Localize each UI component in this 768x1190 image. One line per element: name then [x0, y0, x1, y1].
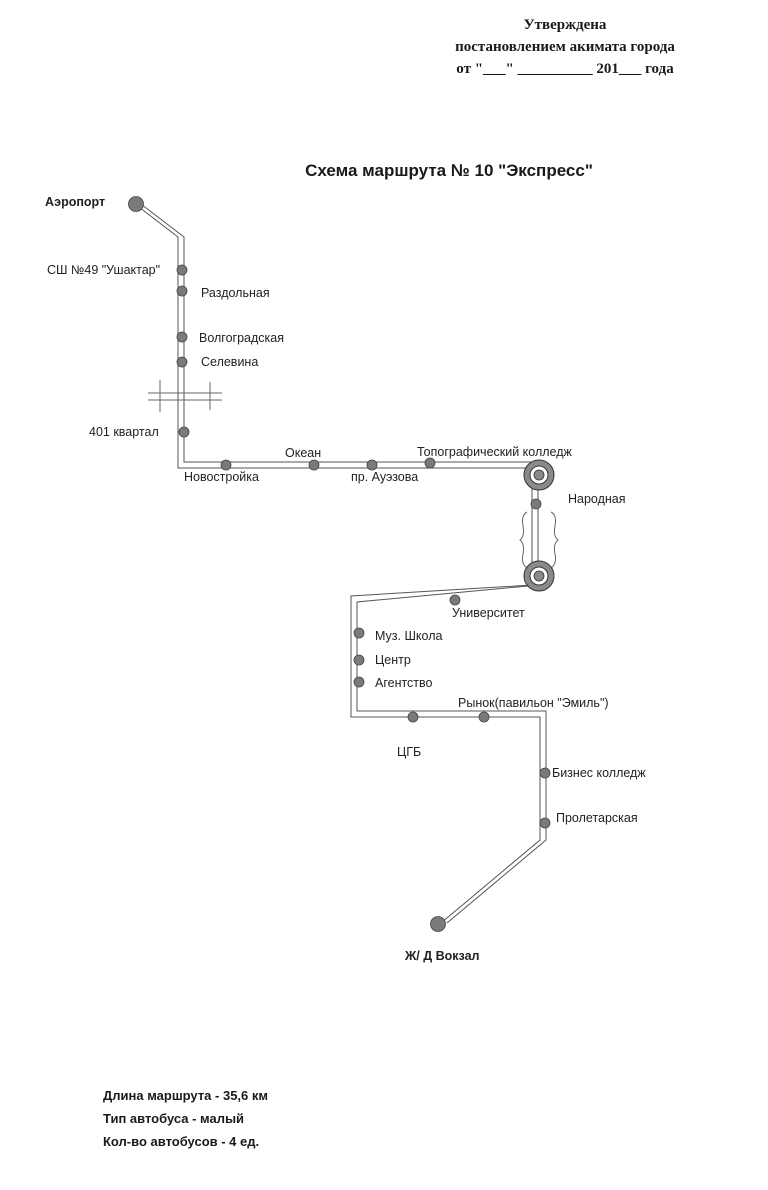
stop-label-razdolnaya: Раздольная	[201, 286, 270, 300]
ring-stop-topo-college	[523, 459, 555, 491]
stop-marker-rynok	[478, 711, 490, 723]
stop-marker-center	[353, 654, 365, 666]
stop-label-agentstvo: Агентство	[375, 676, 433, 690]
stop-marker-music-school	[353, 627, 365, 639]
road-crossing	[148, 380, 222, 412]
stop-label-kvartal401: 401 квартал	[89, 425, 159, 439]
stop-label-novostroyka: Новостройка	[184, 470, 259, 484]
stop-marker-university	[449, 594, 461, 606]
route-length: Длина маршрута - 35,6 км	[103, 1088, 269, 1103]
ring-stops	[523, 459, 555, 592]
route-info: Длина маршрута - 35,6 км Тип автобуса - …	[103, 1084, 268, 1153]
stop-marker-kvartal401	[178, 426, 190, 438]
stop-label-volgogradskaya: Волгоградская	[199, 331, 284, 345]
stop-label-school49: СШ №49 "Ушактар"	[47, 263, 160, 277]
stop-label-university: Университет	[452, 606, 525, 620]
stop-marker-auezova	[366, 459, 378, 471]
stop-label-rynok: Рынок(павильон "Эмиль")	[458, 696, 609, 710]
stop-label-music-school: Муз. Школа	[375, 629, 443, 643]
stop-marker-business-college	[539, 767, 551, 779]
stop-marker-railway-station	[430, 916, 446, 932]
stop-label-auezova: пр. Ауэзова	[351, 470, 418, 484]
ring-stop-university-junction	[523, 560, 555, 592]
stop-labels: Аэропорт СШ №49 "Ушактар" Раздольная Вол…	[45, 195, 646, 963]
stop-marker-airport	[128, 196, 144, 212]
stop-label-topo-college: Топографический колледж	[417, 445, 573, 459]
page-title: Схема маршрута № 10 "Экспресс"	[305, 161, 593, 180]
stop-label-narodnaya: Народная	[568, 492, 626, 506]
route-line	[130, 200, 547, 924]
stop-label-center: Центр	[375, 653, 411, 667]
approval-line-3: от "___" __________ 201___ года	[456, 61, 674, 77]
approval-line-2: постановлением акимата города	[455, 39, 675, 55]
stop-marker-proletarskaya	[539, 817, 551, 829]
stop-marker-tsgb	[407, 711, 419, 723]
stop-marker-agentstvo	[353, 676, 365, 688]
stop-label-proletarskaya: Пролетарская	[556, 811, 638, 825]
bracket-marks	[519, 511, 559, 569]
stop-marker-razdolnaya	[176, 285, 188, 297]
stop-marker-narodnaya	[530, 498, 542, 510]
approval-line-1: Утверждена	[523, 17, 607, 33]
stop-markers	[128, 196, 551, 932]
stop-label-airport: Аэропорт	[45, 195, 105, 209]
approval-stamp: Утверждена постановлением акимата города…	[400, 14, 730, 80]
bus-count: Кол-во автобусов - 4 ед.	[103, 1134, 260, 1149]
stop-label-okean: Океан	[285, 446, 321, 460]
stop-marker-school49	[176, 264, 188, 276]
stop-label-tsgb: ЦГБ	[397, 745, 421, 759]
stop-label-railway-station: Ж/ Д Вокзал	[404, 949, 480, 963]
bus-type: Тип автобуса - малый	[103, 1111, 245, 1126]
stop-marker-novostroyka	[220, 459, 232, 471]
stop-marker-topo-college-small	[424, 457, 436, 469]
stop-label-selevina: Селевина	[201, 355, 258, 369]
stop-marker-selevina	[176, 356, 188, 368]
stop-marker-volgogradskaya	[176, 331, 188, 343]
stop-label-business-college: Бизнес колледж	[552, 766, 646, 780]
stop-marker-okean	[308, 459, 320, 471]
